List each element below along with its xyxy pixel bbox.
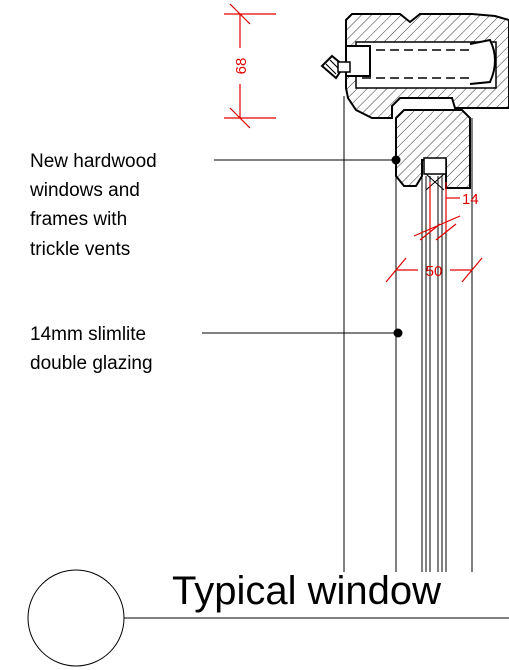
- jamb-lines: [343, 96, 473, 572]
- title-marker-circle: [27, 569, 125, 667]
- annotation-windows: New hardwood windows and frames with tri…: [29, 151, 162, 260]
- trickle-vent-handle-icon: [320, 54, 351, 80]
- dimension-head: [224, 3, 276, 129]
- leader-glazing: [202, 328, 403, 338]
- dimension-frame: [385, 257, 483, 283]
- dimension-glass-label: 14: [462, 191, 479, 208]
- dimension-glass: [413, 182, 461, 241]
- double-glazing-panes: [421, 176, 447, 572]
- dimension-frame-label: 50: [426, 263, 443, 280]
- sash-rail-section: [395, 109, 471, 191]
- dimension-head-label: 68: [233, 58, 250, 75]
- drawing-title: Typical window: [172, 569, 441, 613]
- head-frame-section: [345, 13, 509, 119]
- annotation-glazing: 14mm slimlite double glazing: [30, 324, 153, 374]
- leader-windows: [214, 155, 401, 165]
